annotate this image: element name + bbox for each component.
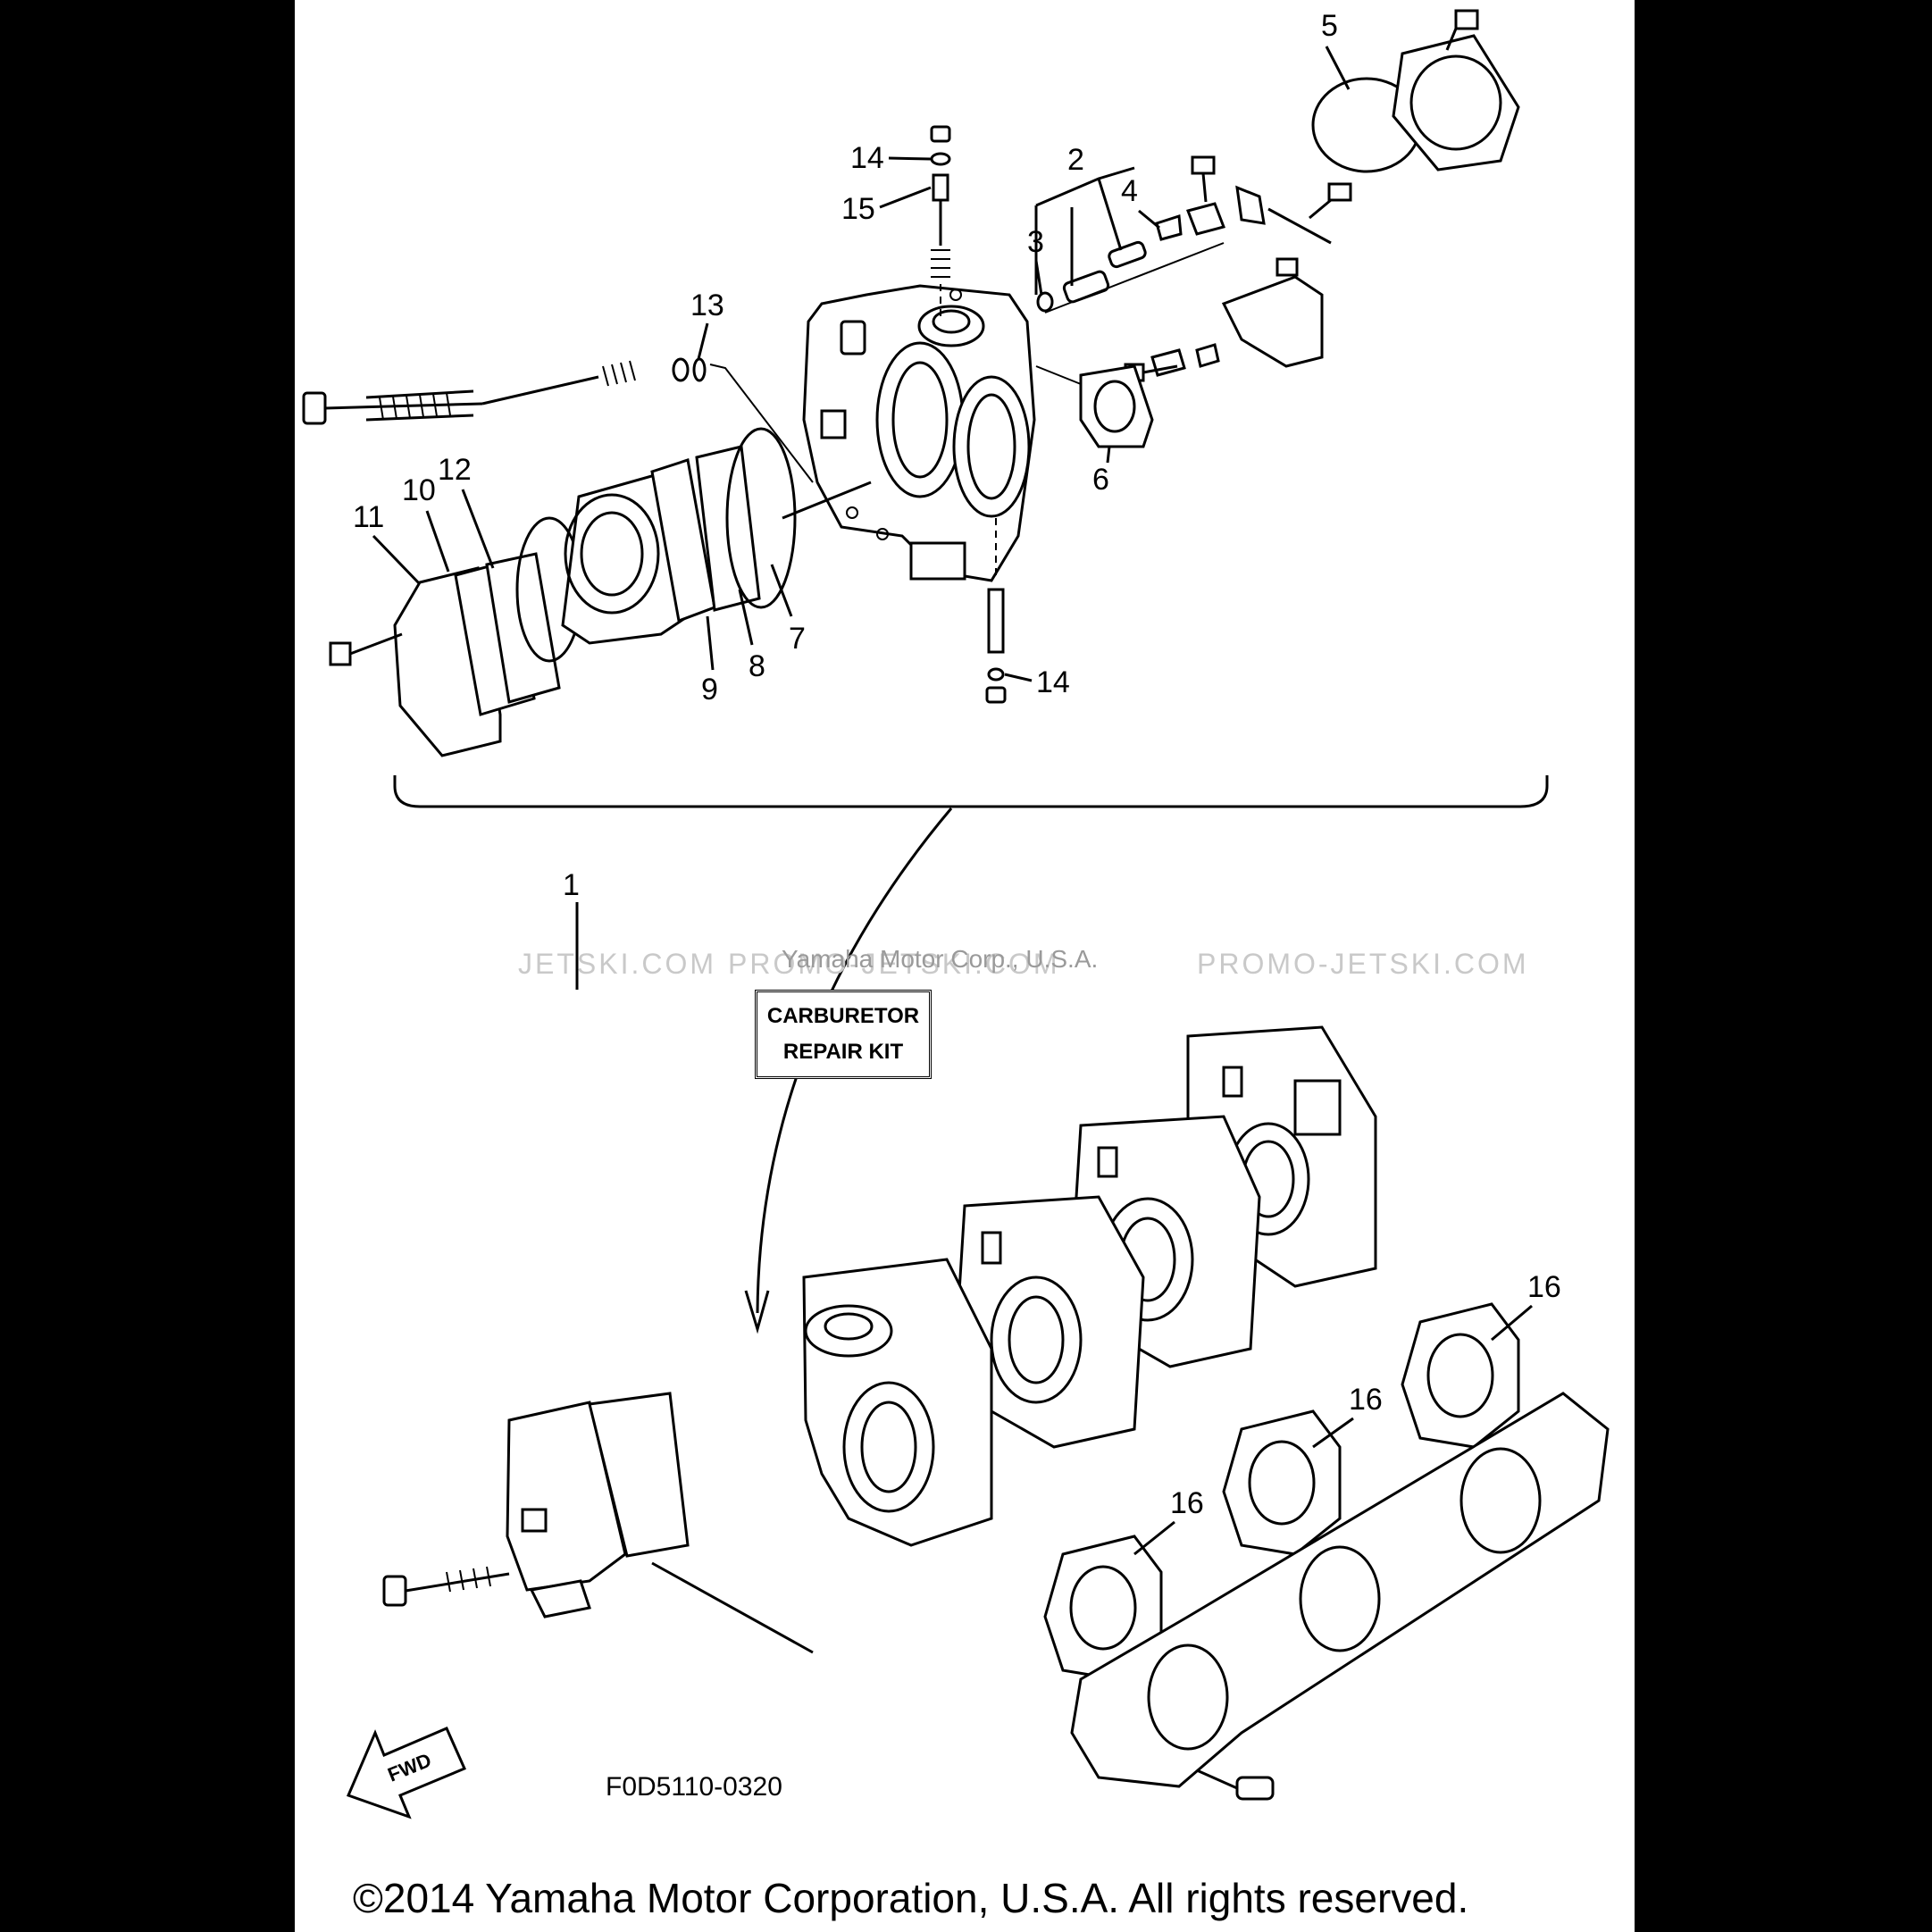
- callout-15: 15: [841, 192, 875, 226]
- gaskets-16: [1043, 1302, 1520, 1681]
- callout-6: 6: [1092, 463, 1109, 497]
- callout-12: 12: [438, 453, 472, 487]
- svg-text:Yamaha Motor Corp., U.S.A.: Yamaha Motor Corp., U.S.A.: [782, 945, 1098, 973]
- kit-label-line-1: CARBURETOR: [766, 1004, 920, 1028]
- callout-5: 5: [1321, 9, 1338, 43]
- callout-14-top: 14: [850, 141, 884, 175]
- cover-screw: [329, 632, 403, 666]
- callout-9: 9: [701, 673, 718, 707]
- callout-8: 8: [749, 649, 765, 683]
- assembly-brace: [393, 775, 1549, 808]
- svg-text:PROMO-JETSKI.COM: PROMO-JETSKI.COM: [1197, 948, 1529, 980]
- carburetor-repair-kit-box: CARBURETOR REPAIR KIT: [755, 990, 932, 1079]
- o-ring-13: [692, 357, 707, 382]
- figure-code: F0D5110-0320: [606, 1772, 782, 1802]
- pump-cover-stack: [393, 427, 797, 757]
- callout-3: 3: [1027, 225, 1044, 259]
- diaphragm-and-cover: [1311, 9, 1520, 173]
- callout-13: 13: [690, 289, 724, 322]
- mixture-screw: [302, 360, 636, 425]
- callout-16-middle: 16: [1349, 1383, 1383, 1417]
- callout-labels-lower: 16 16 16: [1133, 1270, 1561, 1556]
- main-jet: [930, 125, 951, 322]
- callout-16-left: 16: [1170, 1486, 1204, 1520]
- gasket-6: [1079, 364, 1154, 448]
- diagram-sheet: 5 2 4 3 14 15 13 6 7 8 9 10 12 11 14 1: [295, 0, 1635, 1932]
- watermark: JETSKI.COM PROMO-JETSKI.COM PROMO-JETSKI…: [518, 945, 1529, 980]
- needle-valve-assembly: [1034, 166, 1183, 313]
- copyright-notice: ©2014 Yamaha Motor Corporation, U.S.A. A…: [353, 1875, 1469, 1921]
- callout-2: 2: [1067, 143, 1084, 177]
- callout-16-right: 16: [1527, 1270, 1561, 1304]
- carburetor-bank: [382, 1025, 1377, 1654]
- carburetor-body: [802, 284, 1036, 582]
- exploded-parts-diagram: 5 2 4 3 14 15 13 6 7 8 9 10 12 11 14 1: [302, 9, 1610, 1819]
- callout-11: 11: [353, 500, 384, 534]
- callout-7: 7: [789, 622, 806, 656]
- svg-text:JETSKI.COM: JETSKI.COM: [518, 948, 716, 980]
- callout-10: 10: [402, 473, 436, 507]
- svg-text:PROMO-JETSKI.COM: PROMO-JETSKI.COM: [728, 948, 1060, 980]
- kit-label-line-2: REPAIR KIT: [782, 1040, 904, 1064]
- callout-1: 1: [563, 868, 580, 902]
- washer: [672, 357, 690, 382]
- lower-jet: [985, 518, 1007, 704]
- callout-labels-upper: 5 2 4 3 14 15 13 6 7 8 9 10 12 11 14: [353, 9, 1351, 707]
- callout-14-bottom: 14: [1036, 665, 1070, 699]
- callout-4: 4: [1121, 174, 1138, 208]
- fwd-arrow-icon: FWD: [346, 1727, 466, 1819]
- intake-manifold: [1070, 1392, 1610, 1801]
